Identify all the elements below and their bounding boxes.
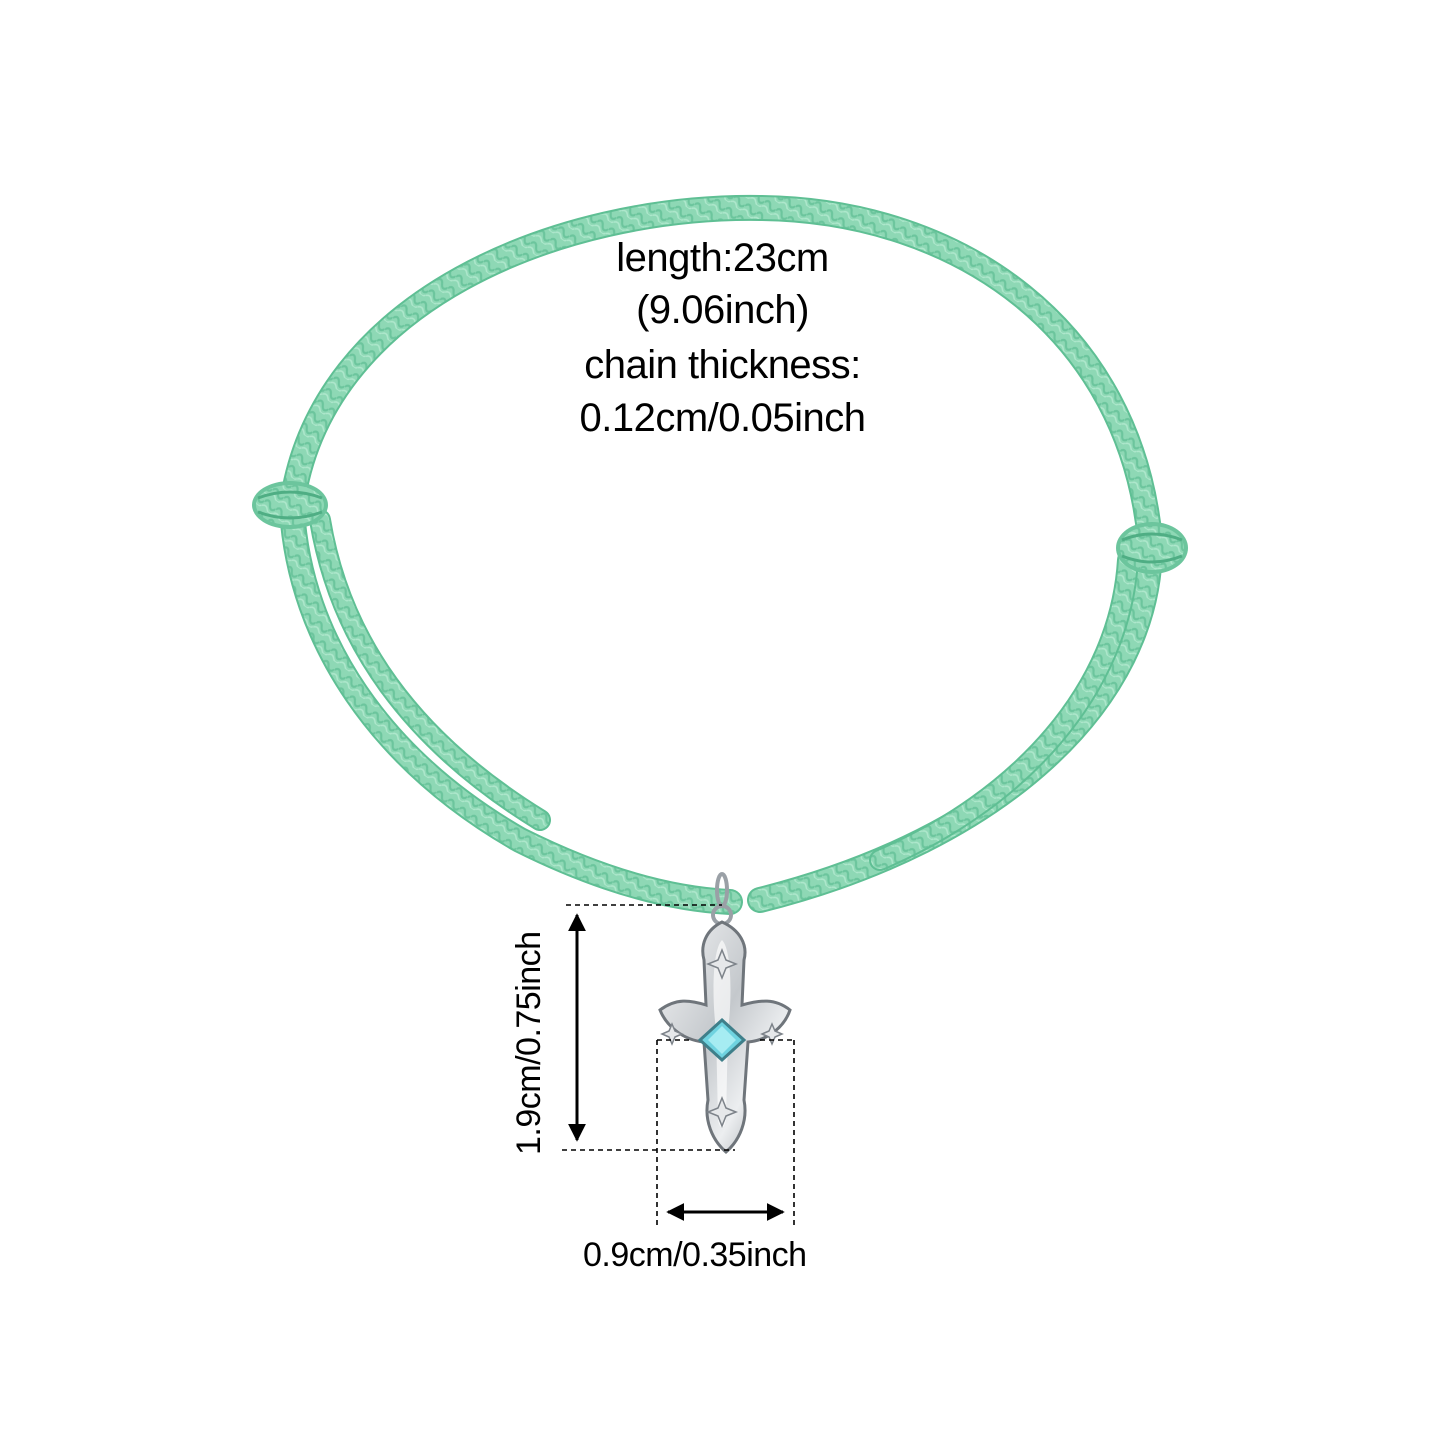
cord (279, 194, 1163, 915)
pendant-width-label: 0.9cm/0.35inch (583, 1236, 807, 1274)
length-label: length:23cm (616, 236, 829, 280)
left-knot (252, 481, 328, 529)
width-dimension-lines (656, 1039, 795, 1225)
length-inch-label: (9.06inch) (636, 288, 809, 332)
pendant-height-label: 1.9cm/0.75inch (510, 931, 548, 1155)
height-dimension-lines (562, 904, 735, 1151)
right-knot (1116, 522, 1188, 574)
cross-pendant-icon (658, 872, 792, 1154)
chain-thickness-value: 0.12cm/0.05inch (579, 396, 866, 440)
chain-thickness-label: chain thickness: (584, 343, 861, 387)
